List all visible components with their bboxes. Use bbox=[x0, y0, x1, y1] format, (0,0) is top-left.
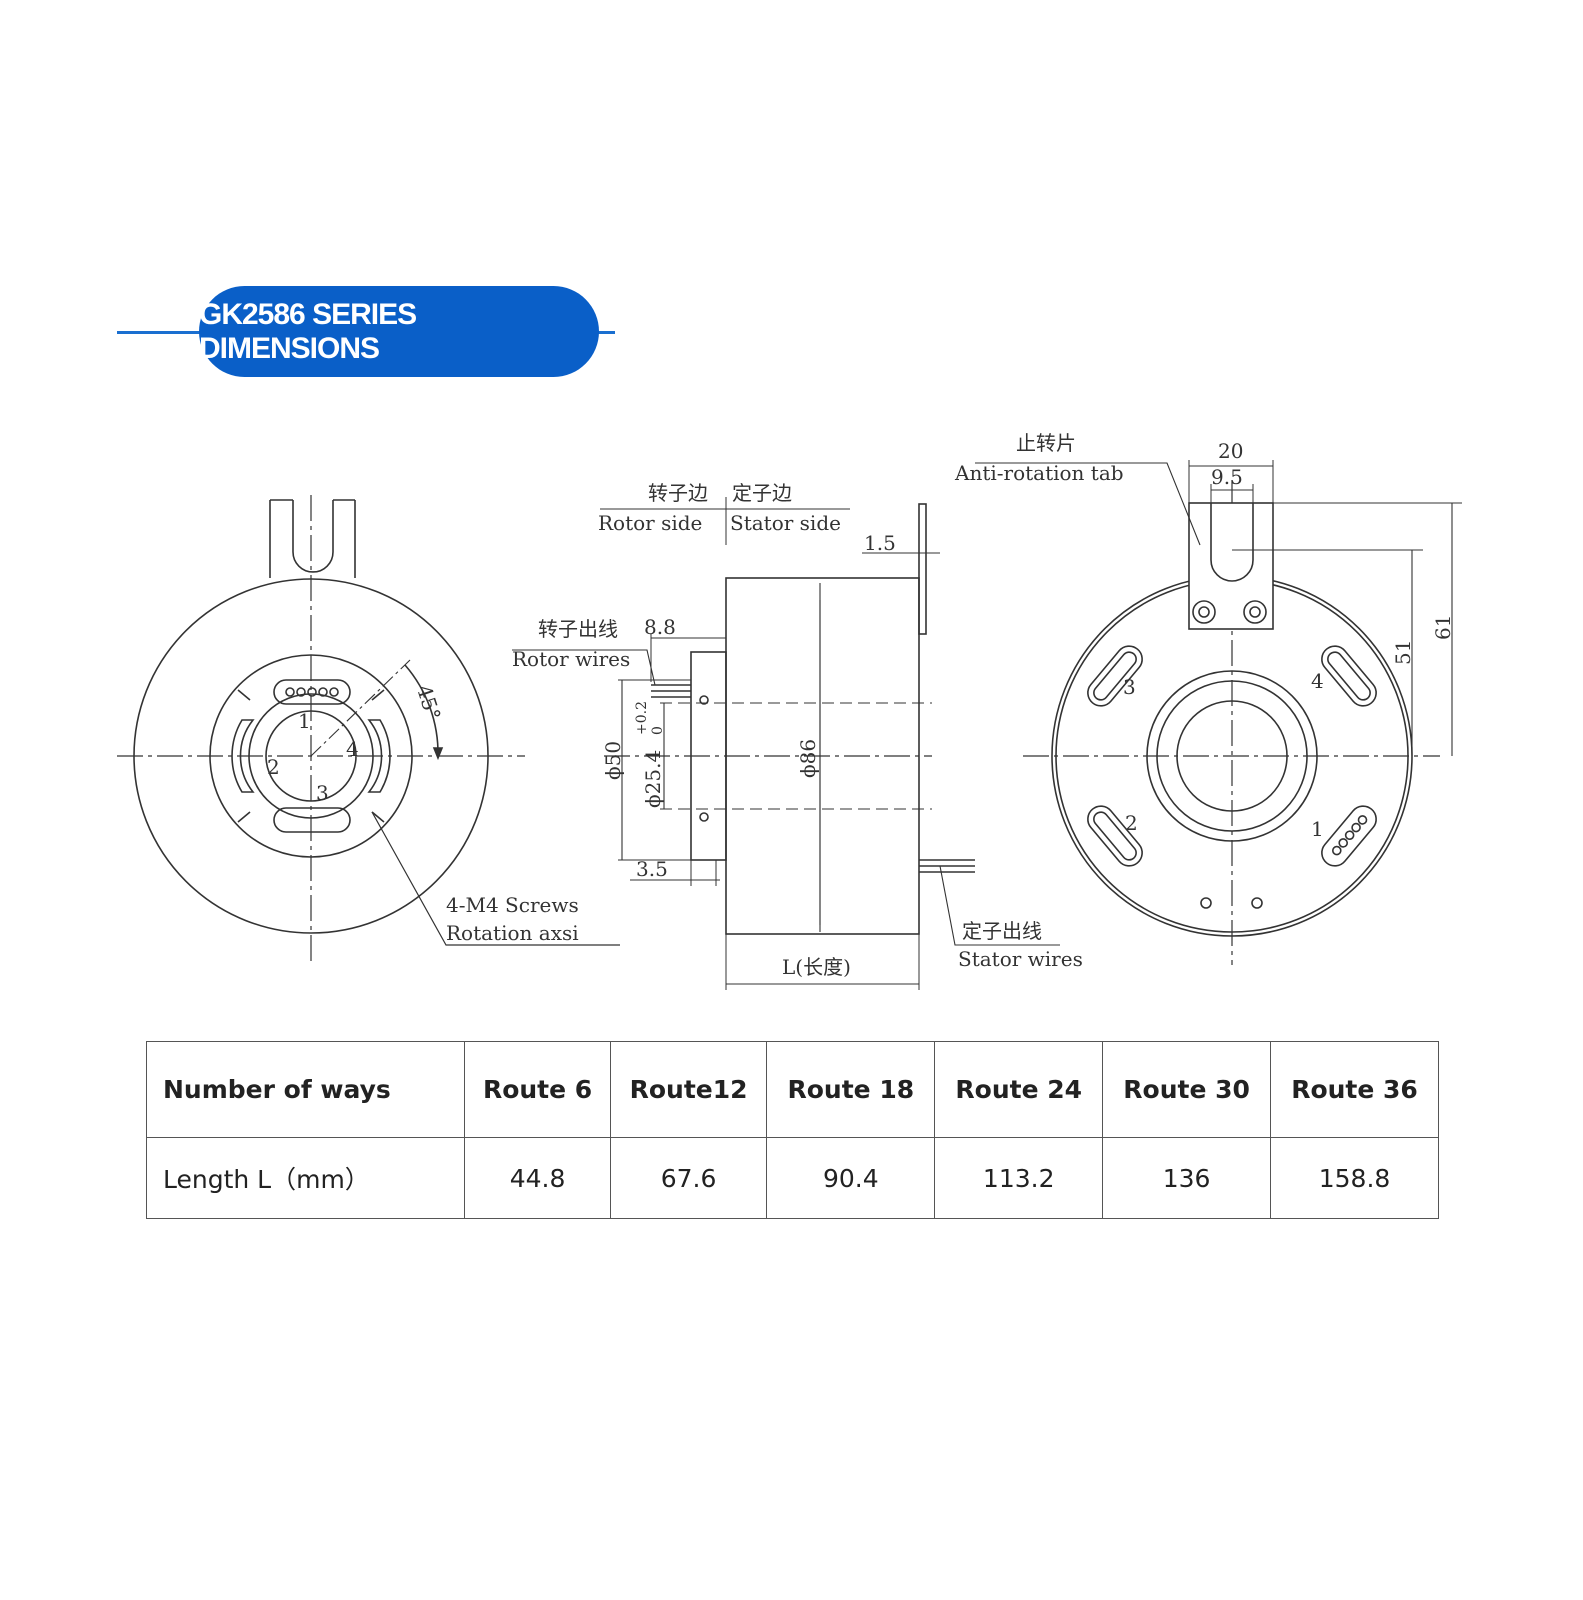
dim-tab-width: 20 bbox=[1218, 439, 1243, 463]
dim-flange: ϕ50 bbox=[601, 741, 625, 780]
axis-label: Rotation axsi bbox=[446, 921, 579, 945]
rear-slot-1: 1 bbox=[1311, 817, 1324, 841]
stator-side-cn: 定子边 bbox=[732, 481, 792, 505]
dim-flange-thickness: 3.5 bbox=[636, 857, 668, 881]
rear-slot-3: 3 bbox=[1123, 675, 1136, 699]
table-row-label: Length L（mm） bbox=[145, 1137, 466, 1219]
rotor-wires-cn: 转子出线 bbox=[538, 617, 618, 641]
dim-body: ϕ86 bbox=[796, 739, 820, 778]
stator-wires-cn: 定子出线 bbox=[962, 919, 1042, 943]
header-rule-left bbox=[117, 331, 207, 334]
table-header-cell: Route 6 bbox=[464, 1041, 611, 1138]
rear-view bbox=[975, 460, 1462, 965]
table-header-cell: Route 30 bbox=[1102, 1041, 1272, 1138]
rear-slot-2: 2 bbox=[1125, 811, 1138, 835]
table-cell: 44.8 bbox=[464, 1137, 611, 1219]
stator-side-label: Stator side bbox=[730, 511, 841, 535]
table-header-cell: Route 36 bbox=[1270, 1041, 1439, 1138]
front-slot-1: 1 bbox=[298, 709, 311, 733]
table-cell: 136 bbox=[1102, 1137, 1272, 1219]
length-label: L(长度) bbox=[782, 955, 851, 979]
table-cell: 113.2 bbox=[934, 1137, 1104, 1219]
table-cell: 158.8 bbox=[1270, 1137, 1439, 1219]
table-header-cell: Route 24 bbox=[934, 1041, 1104, 1138]
table-cell: 90.4 bbox=[766, 1137, 936, 1219]
front-slot-4: 4 bbox=[346, 737, 359, 761]
anti-rotation-label: Anti-rotation tab bbox=[954, 461, 1124, 485]
rotor-side-label: Rotor side bbox=[598, 511, 702, 535]
dim-tab-thickness: 1.5 bbox=[864, 531, 896, 555]
dim-bore: ϕ25.4 bbox=[641, 750, 665, 808]
header-rule-right bbox=[592, 331, 615, 334]
side-view bbox=[512, 497, 1060, 990]
rear-slot-4: 4 bbox=[1311, 669, 1324, 693]
table-header-cell: Route12 bbox=[609, 1041, 768, 1138]
dim-height-51: 51 bbox=[1391, 640, 1415, 665]
page-title: GK2586 SERIES DIMENSIONS bbox=[199, 286, 599, 377]
anti-rotation-cn: 止转片 bbox=[1016, 431, 1076, 455]
rotor-side-cn: 转子边 bbox=[648, 481, 708, 505]
rotor-wires-label: Rotor wires bbox=[512, 647, 630, 671]
angle-label: 45° bbox=[412, 682, 446, 723]
screws-label: 4-M4 Screws bbox=[446, 893, 579, 917]
dim-bore-tol-minus: 0 bbox=[650, 726, 666, 735]
front-slot-2: 2 bbox=[267, 755, 280, 779]
front-slot-3: 3 bbox=[316, 781, 329, 805]
stator-wires-label: Stator wires bbox=[958, 947, 1083, 971]
front-view bbox=[117, 495, 620, 965]
dim-rotor-wire: 8.8 bbox=[644, 615, 676, 639]
table-header-cell: Number of ways bbox=[145, 1041, 466, 1138]
table-cell: 67.6 bbox=[609, 1137, 768, 1219]
table-header-row: Number of ways Route 6 Route12 Route 18 … bbox=[145, 1041, 1439, 1138]
table-row: Length L（mm） 44.8 67.6 90.4 113.2 136 15… bbox=[145, 1137, 1439, 1219]
dim-bore-tol-plus: +0.2 bbox=[634, 701, 650, 735]
dim-height-61: 61 bbox=[1431, 615, 1455, 640]
table-header-cell: Route 18 bbox=[766, 1041, 936, 1138]
dim-slot-width: 9.5 bbox=[1211, 465, 1243, 489]
dimension-table: Number of ways Route 6 Route12 Route 18 … bbox=[145, 1041, 1439, 1219]
dimension-drawing: 45° 1 2 3 4 4-M4 Screws Rotation axsi 转子… bbox=[117, 431, 1462, 990]
